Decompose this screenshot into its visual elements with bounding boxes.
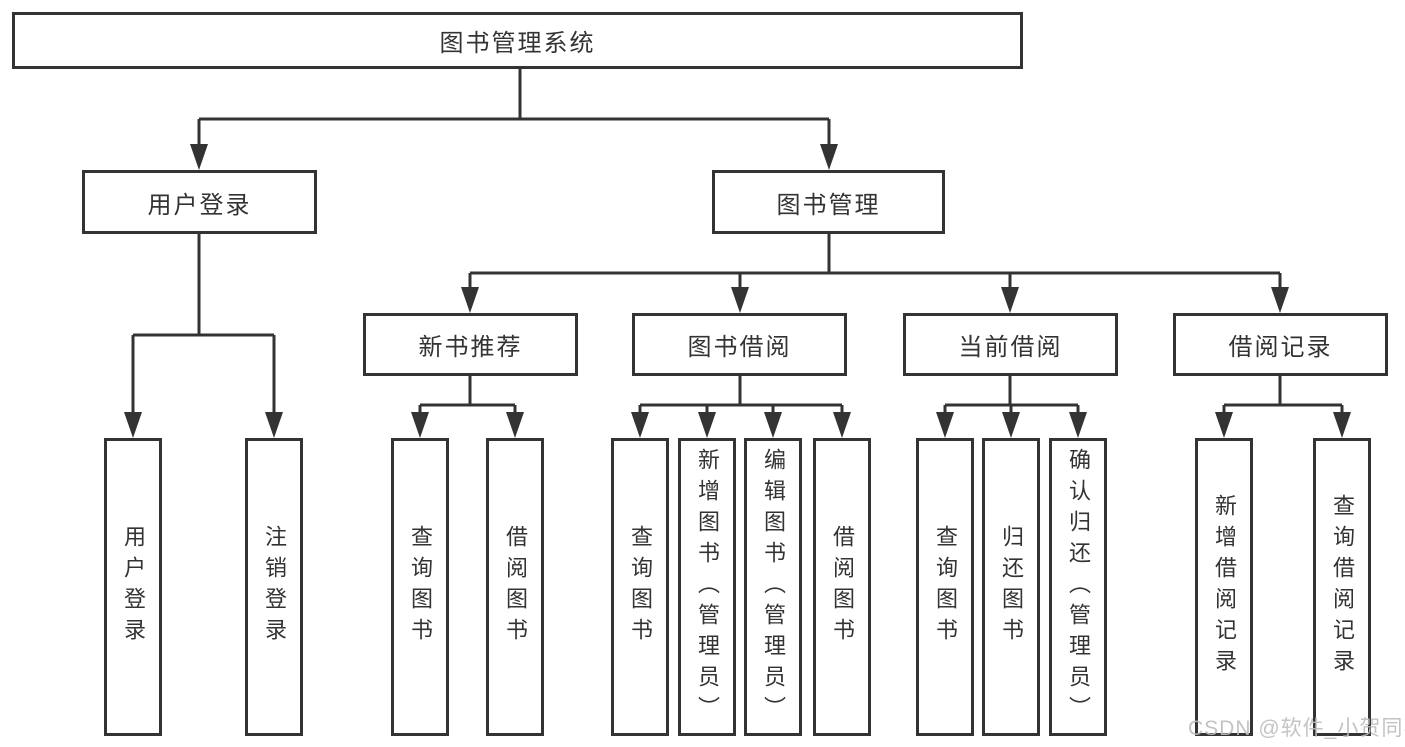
leaf-borrowing-edit-books-admin: 编辑图书（管理员） — [744, 438, 802, 736]
node-borrowing-records: 借阅记录 — [1173, 313, 1388, 376]
node-book-management: 图书管理 — [712, 170, 945, 234]
csdn-watermark: CSDN @软件_小贺同学 — [1188, 717, 1405, 740]
leaf-borrowing-borrow-books: 借阅图书 — [813, 438, 871, 736]
leaf-recommend-borrow-books: 借阅图书 — [486, 438, 544, 736]
leaf-current-return-books: 归还图书 — [982, 438, 1040, 736]
leaf-logout: 注销登录 — [245, 438, 303, 736]
leaf-recommend-query-books: 查询图书 — [391, 438, 449, 736]
node-book-borrowing: 图书借阅 — [632, 313, 847, 376]
leaf-borrowing-query-books: 查询图书 — [611, 438, 669, 736]
node-current-borrowing: 当前借阅 — [903, 313, 1118, 376]
node-new-book-recommendation: 新书推荐 — [363, 313, 578, 376]
leaf-records-query-borrow-record: 查询借阅记录 — [1313, 438, 1371, 736]
leaf-current-confirm-return-admin: 确认归还（管理员） — [1049, 438, 1107, 736]
leaf-borrowing-add-books-admin: 新增图书（管理员） — [678, 438, 736, 736]
leaf-records-add-borrow-record: 新增借阅记录 — [1195, 438, 1253, 736]
leaf-current-query-books: 查询图书 — [916, 438, 974, 736]
leaf-user-login: 用户登录 — [104, 438, 162, 736]
node-user-login: 用户登录 — [82, 170, 317, 234]
node-root: 图书管理系统 — [12, 12, 1023, 69]
